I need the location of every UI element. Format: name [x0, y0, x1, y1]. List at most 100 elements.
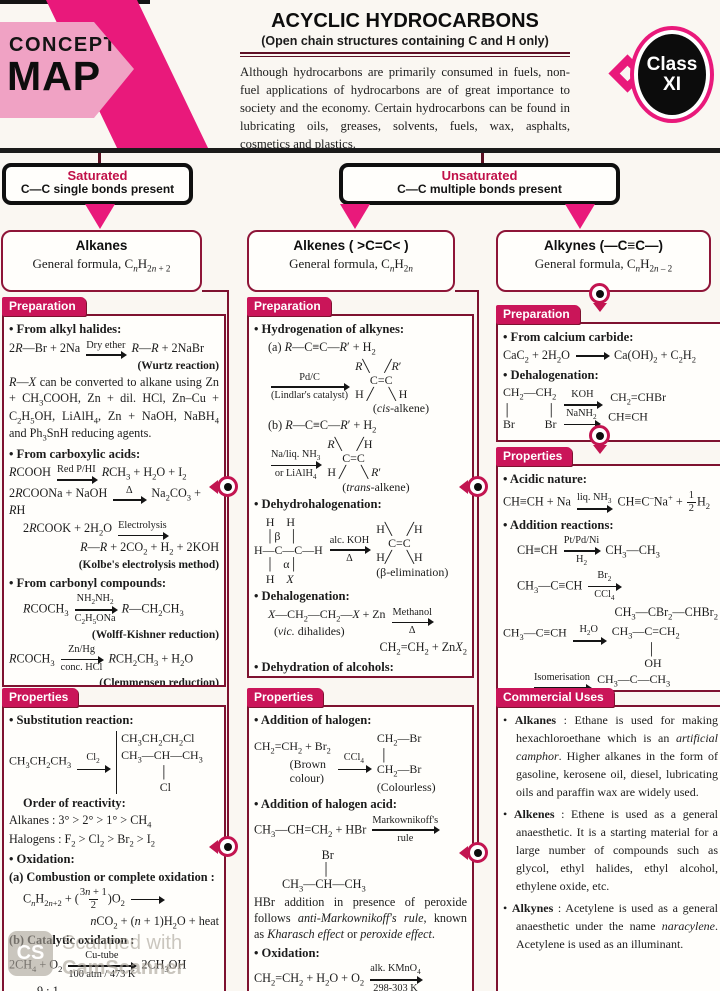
content-block-cols: CH2—CH2│ │Br Br KOH CH2=CHBr NaNH2 CH≡CH — [503, 385, 718, 431]
page-title: ACYCLIC HYDROCARBONS — [271, 10, 539, 32]
content-block-sub: (a) Combustion or complete oxidation : — [9, 869, 215, 884]
column-title: Alkanes — [75, 238, 128, 253]
top-connector-bar — [0, 148, 720, 153]
structure-col: CH2—Br │CH2—Br(Colourless) — [376, 730, 436, 794]
branch-unsaturated: Unsaturated C—C multiple bonds present — [339, 163, 620, 205]
pin-marker-icon — [589, 425, 610, 446]
content-block-h: • Addition reactions: — [503, 517, 614, 532]
content-block-note: (Wurtz reaction) — [137, 359, 219, 372]
structure-col: CCl4 — [335, 752, 373, 773]
watermark-text: Scanned with CamScanner — [62, 931, 184, 981]
content-block-h: • Dehydration of alcohols: — [254, 660, 394, 675]
connector-node-icon — [217, 476, 238, 497]
connector-node-icon — [217, 836, 238, 857]
connector-node-icon — [467, 842, 488, 863]
content-block-h: • Dehydrohalogenation: — [254, 496, 382, 511]
content-block-eq: nCO2 + (n + 1)H2O + heat — [90, 914, 219, 931]
preparation-box-alkenes: • Hydrogenation of alkynes: (a) R—C≡C—R′ … — [247, 314, 474, 678]
connector-node-icon — [467, 476, 488, 497]
content-block-eq: R—R + 2CO2 + H2 + 2KOH — [80, 540, 219, 557]
content-block-h: • Dehalogenation: — [254, 588, 350, 603]
structure-col: CH2—CH2│ │Br Br — [503, 385, 557, 431]
tab-properties-alkynes: Properties — [496, 447, 573, 466]
structure-col: CH3—C≡CH H2O — [503, 624, 608, 645]
content-block-h: • From carbonyl compounds: — [9, 575, 167, 590]
content-block-eq: Halogens : F2 > Cl2 > Br2 > I2 — [9, 832, 156, 849]
logo-text-map: MAP — [7, 53, 102, 99]
column-title: Alkenes ( >C=C< ) — [293, 238, 409, 253]
properties-box-alkynes: • Acidic nature: CH≡CH + Na liq. NH3 CH≡C… — [496, 464, 720, 692]
content-block-li: • Alkenes : Ethene is used as a general … — [503, 807, 719, 893]
content-block-eq: (a) R—C≡C—R′ + H2 — [268, 339, 376, 357]
structure-col: H H │β │H—C—C—H │ α│ H X — [254, 514, 323, 586]
badge-class-text: Class — [646, 53, 698, 75]
content-block-h: • Oxidation: — [254, 945, 320, 960]
tab-commercial-uses: Commercial Uses — [496, 688, 614, 707]
content-block-eq: RCOOH Red P/HI RCH3 + H2O + I2 — [9, 464, 187, 483]
arrow-down-icon — [340, 204, 370, 229]
structure-col: Isomerisation — [531, 672, 593, 690]
pin-marker-icon — [589, 283, 610, 304]
content-block-h: • From calcium carbide: — [503, 330, 634, 344]
content-block-note: (Clemmensen reduction) — [99, 677, 219, 687]
structure-col: Pd/C(Lindlar's catalyst) — [271, 371, 351, 401]
tab-properties-alkenes: Properties — [247, 688, 324, 707]
arrow-down-icon — [565, 204, 595, 229]
content-block-h: • Oxidation: — [9, 852, 75, 867]
camscanner-logo-icon: CS — [8, 931, 53, 976]
branch-saturated: Saturated C—C single bonds present — [2, 163, 193, 205]
connector-line — [455, 290, 479, 293]
structure-col: CH3—C—CH3 ‖ O — [597, 672, 671, 690]
content-block-sub: Order of reactivity: — [23, 795, 126, 810]
column-title: Alkynes (—C≡C—) — [544, 238, 663, 253]
content-block-h: • Substitution reaction: — [9, 713, 134, 727]
content-block-h: • Dehalogenation: — [503, 367, 599, 382]
column-formula: General formula, CnH2n + 2 — [32, 256, 171, 274]
intro-paragraph: Although hydrocarbons are primarily cons… — [240, 65, 570, 152]
content-block-h: • Acidic nature: — [503, 472, 587, 486]
branch-title: Saturated — [67, 168, 128, 183]
tab-preparation-alkanes: Preparation — [2, 297, 86, 316]
watermark-line2: CamScanner — [62, 957, 185, 979]
connector-stub — [481, 153, 484, 164]
content-block-eq: CaC2 + 2H2O Ca(OH)2 + C2H2 — [503, 347, 696, 365]
content-block-note: (Wolff-Kishner reduction) — [91, 628, 219, 641]
content-block-h: • Hydrogenation of alkynes: — [254, 322, 405, 336]
content-block-li: • Alkynes : Acetylene is used as a gener… — [503, 901, 718, 951]
content-block-eq: CH3—CBr2—CHBr2 — [614, 605, 718, 622]
content-block-h: • From carboxylic acids: — [9, 446, 141, 461]
content-block-p: HBr addition in presence of peroxide fol… — [254, 895, 467, 941]
column-formula: General formula, CnH2n — [289, 256, 413, 274]
tab-preparation-alkynes: Preparation — [496, 305, 580, 324]
preparation-box-alkanes: • From alkyl halides:2R—Br + 2Na Dry eth… — [2, 314, 226, 687]
camscanner-watermark: CS Scanned with CamScanner — [8, 931, 184, 981]
content-block-h: • Addition of halogen: — [254, 713, 372, 727]
content-block-cols: X—CH2—CH2—X + Zn (vic. dihalides)Methano… — [254, 607, 467, 639]
class-badge: Class XI — [608, 26, 714, 123]
content-block-li: • Alkanes : Ethane is used for making he… — [503, 713, 718, 799]
content-block-eq: Alkanes : 3° > 2° > 1° > CH4 — [9, 813, 152, 830]
column-formula: General formula, CnH2n – 2 — [534, 256, 673, 274]
structure-col: CH2=CH2 + Br2 (Brown colour) — [254, 739, 331, 785]
arrow-down-icon — [85, 204, 115, 229]
tab-properties-alkanes: Properties — [2, 688, 79, 707]
